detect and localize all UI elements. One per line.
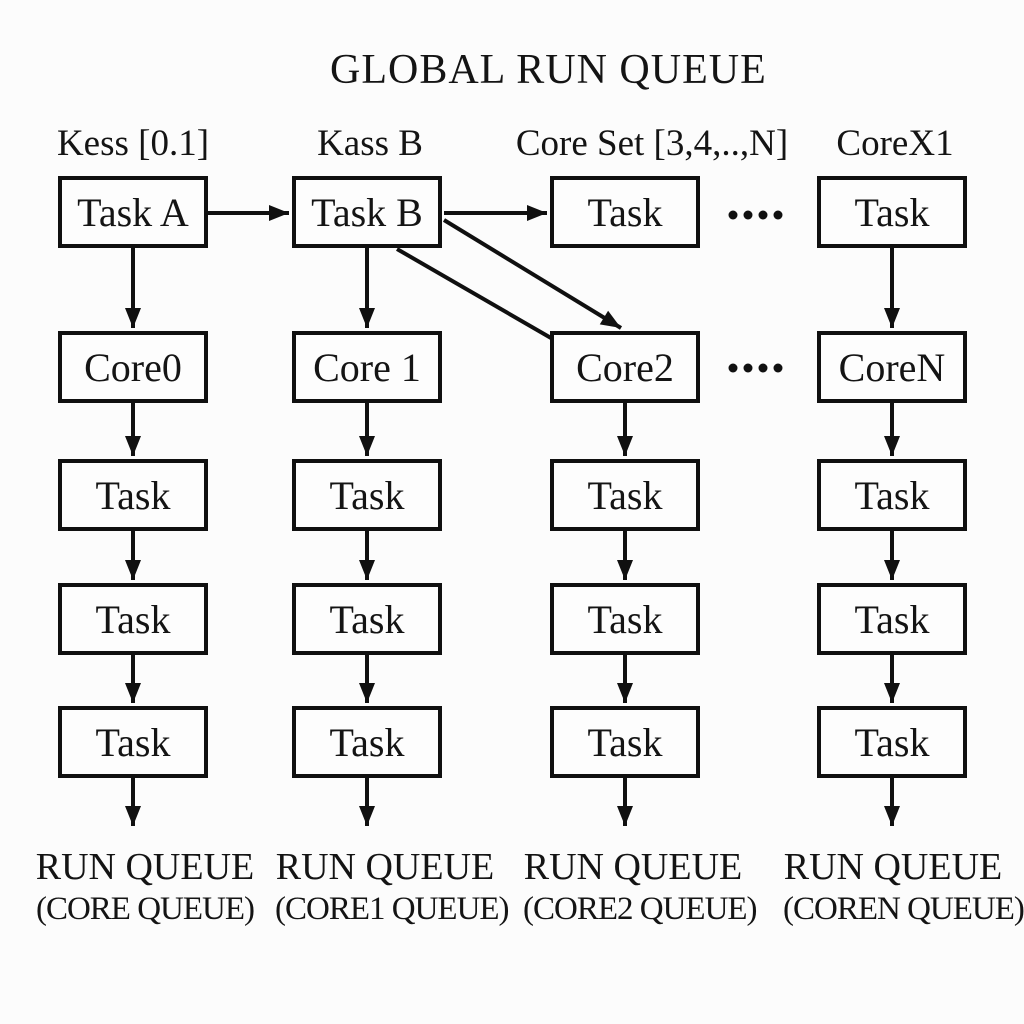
box-col1-task-2: Task xyxy=(58,583,208,655)
column-header-4: CoreX1 xyxy=(836,123,954,164)
box-task-a: Task A xyxy=(58,176,208,248)
runqueue-sublabel-2: (CORE1 QUEUE) xyxy=(275,891,510,927)
box-task-b: Task B xyxy=(292,176,442,248)
box-core2: Core2 xyxy=(550,331,700,403)
box-col3-task-0: Task xyxy=(550,176,700,248)
runqueue-sublabel-1: (CORE QUEUE) xyxy=(35,891,255,927)
box-coren: CoreN xyxy=(817,331,967,403)
box-col3-task-2: Task xyxy=(550,583,700,655)
runqueue-label-2: RUN QUEUE xyxy=(275,846,495,888)
arrow-taskb-to-core2 xyxy=(442,218,623,330)
runqueue-sublabel-3: (CORE2 QUEUE) xyxy=(523,891,758,927)
column-header-3: Core Set [3,4,..,N] xyxy=(515,123,789,164)
box-col4-task-2: Task xyxy=(817,583,967,655)
ellipsis-dots-core-row xyxy=(728,363,783,373)
runqueue-label-4: RUN QUEUE xyxy=(783,846,1003,888)
box-core0: Core0 xyxy=(58,331,208,403)
runqueue-label-3: RUN QUEUE xyxy=(523,846,743,888)
box-col4-task-1: Task xyxy=(817,459,967,531)
column-header-2: Kass B xyxy=(317,123,423,164)
box-col4-task-3: Task xyxy=(817,706,967,778)
box-col1-task-3: Task xyxy=(58,706,208,778)
column-header-1: Kess [0.1] xyxy=(56,123,210,164)
box-col3-task-1: Task xyxy=(550,459,700,531)
box-col2-task-2: Task xyxy=(292,583,442,655)
ellipsis-dots-task-row xyxy=(728,210,783,220)
box-col2-task-1: Task xyxy=(292,459,442,531)
box-col3-task-3: Task xyxy=(550,706,700,778)
diagram-title: GLOBAL RUN QUEUE xyxy=(330,47,767,93)
runqueue-label-1: RUN QUEUE xyxy=(35,846,255,888)
box-col2-task-3: Task xyxy=(292,706,442,778)
box-col4-task-0: Task xyxy=(817,176,967,248)
runqueue-sublabel-4: (COREN QUEUE) xyxy=(783,891,1024,927)
line-taskb-to-core2-second xyxy=(395,247,553,340)
box-core1: Core 1 xyxy=(292,331,442,403)
box-col1-task-1: Task xyxy=(58,459,208,531)
